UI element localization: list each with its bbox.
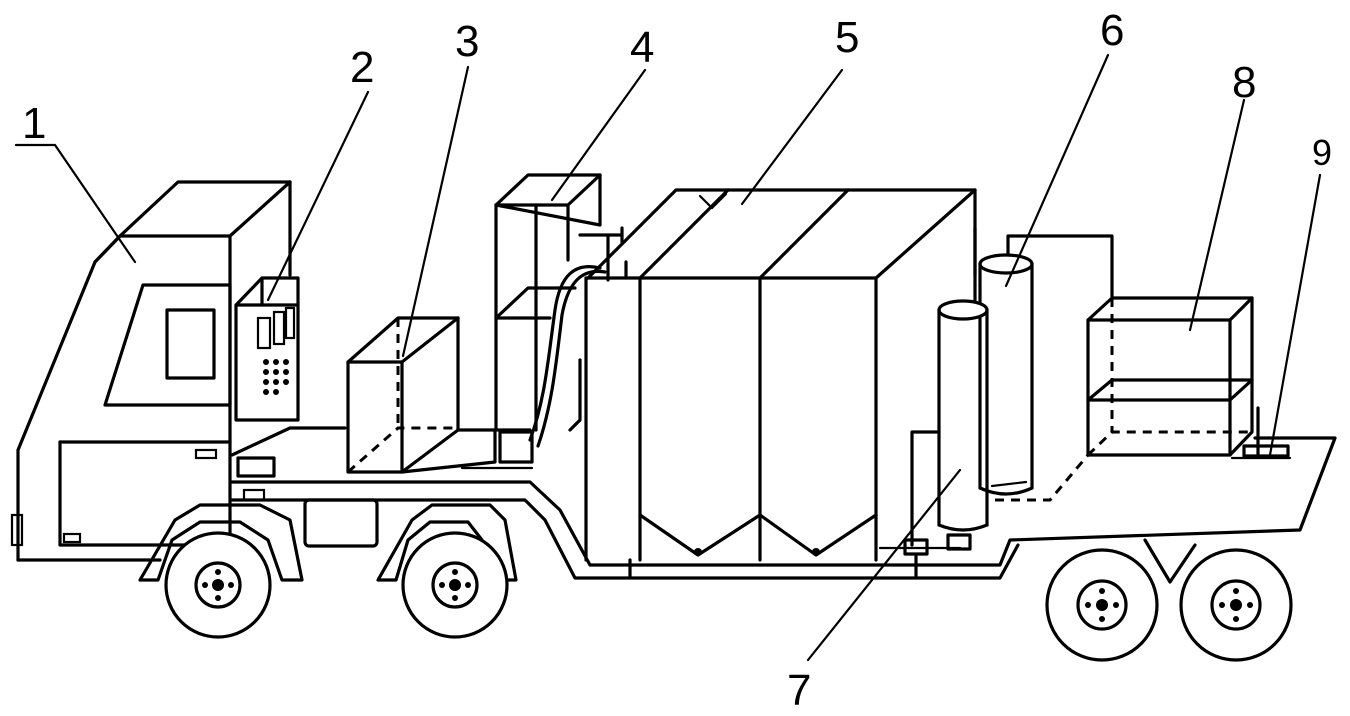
cab (10, 180, 292, 562)
label-2: 2 (350, 43, 374, 92)
label-6: 6 (1100, 6, 1124, 55)
pipe-6-8 (973, 226, 1114, 302)
tank-5 (584, 188, 977, 580)
label-7: 7 (787, 666, 811, 715)
label-9: 9 (1312, 132, 1332, 173)
wheel-rear-1 (1045, 538, 1197, 662)
wheel-rear-2 (1179, 548, 1293, 662)
tank-4 (460, 173, 624, 470)
label-4: 4 (630, 23, 654, 72)
chassis (16, 436, 1337, 580)
wheel-middle (376, 503, 518, 639)
fuel-tank (303, 498, 379, 548)
label-1: 1 (22, 99, 46, 148)
column-7 (878, 299, 989, 580)
leader-lines (14, 53, 1322, 662)
label-3: 3 (455, 17, 479, 66)
keypad (263, 359, 289, 395)
wheel-front (138, 503, 304, 639)
column-6 (978, 253, 1034, 496)
labels: 1 2 3 4 5 6 7 8 9 (22, 6, 1332, 715)
label-8: 8 (1232, 58, 1256, 107)
control-panel (230, 276, 347, 502)
box-8 (995, 296, 1254, 502)
box-3 (346, 316, 497, 474)
label-5: 5 (835, 13, 859, 62)
pump-9 (1230, 406, 1292, 460)
